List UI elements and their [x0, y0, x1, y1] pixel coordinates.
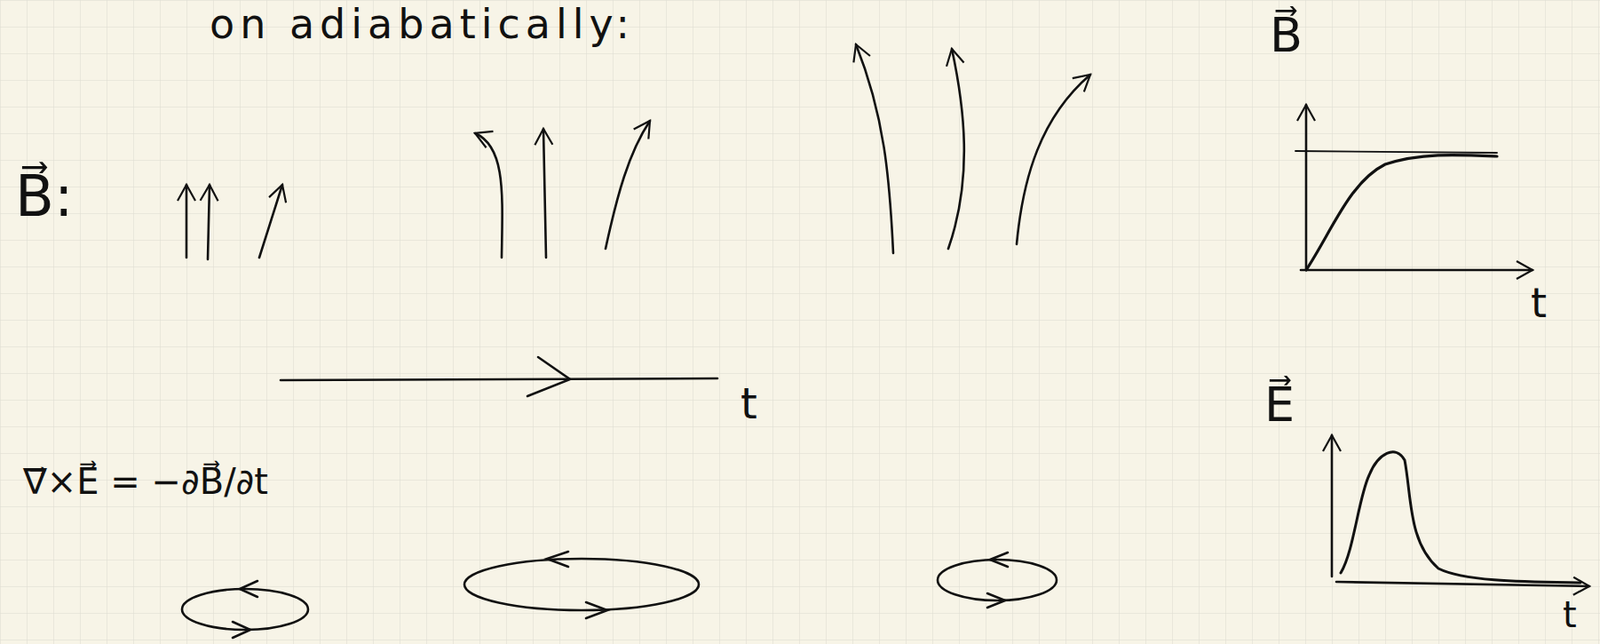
b-plot — [1295, 104, 1533, 270]
time-axis-label: t — [740, 380, 758, 428]
field-name: B⃗: — [15, 165, 73, 228]
axis-label: t — [1562, 594, 1577, 634]
e-field-loops — [182, 551, 1057, 638]
axis-label: E⃗ — [1264, 378, 1295, 431]
heading-note: on adiabatically: — [209, 1, 635, 48]
field-lines — [855, 44, 1091, 254]
field-lines — [186, 184, 283, 260]
axis-label: t — [1530, 280, 1547, 326]
time-arrow — [280, 356, 718, 397]
faraday-equation: ∇⃗×E⃗ = −∂B⃗/∂t — [23, 461, 269, 501]
field-lines — [475, 120, 650, 258]
axis-label: B⃗ — [1269, 8, 1303, 62]
e-plot — [1331, 435, 1590, 587]
